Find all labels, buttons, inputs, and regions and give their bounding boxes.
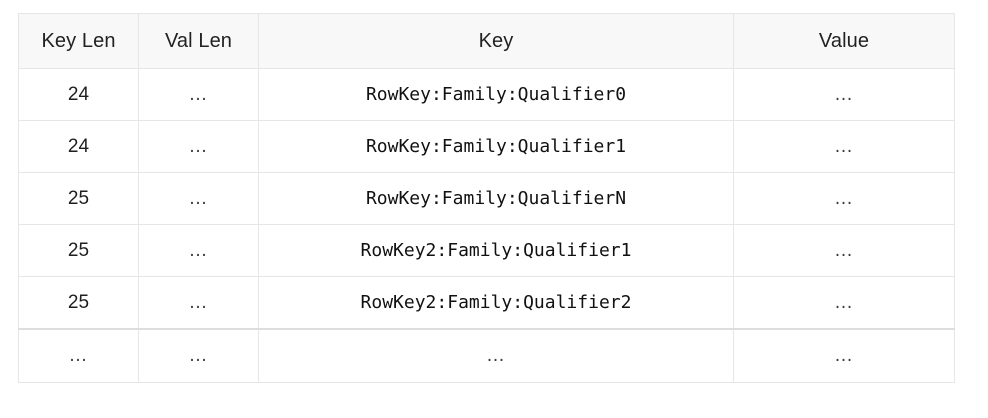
cell-key: RowKey:Family:Qualifier0: [258, 68, 734, 121]
cell-value: …: [733, 224, 955, 277]
cell-key-len: 25: [18, 172, 139, 225]
cell-key-len: …: [18, 328, 139, 383]
cell-val-len: …: [138, 120, 259, 173]
table-header-row: Key Len Val Len Key Value: [18, 13, 955, 69]
table-body: 24 … RowKey:Family:Qualifier0 … 24 … Row…: [18, 68, 955, 383]
table-row: 24 … RowKey:Family:Qualifier1 …: [18, 120, 955, 173]
table-row-continuation: … … … …: [18, 328, 955, 383]
cell-key-len: 25: [18, 224, 139, 277]
cell-key: RowKey2:Family:Qualifier2: [258, 276, 734, 330]
cell-key: RowKey2:Family:Qualifier1: [258, 224, 734, 277]
cell-val-len: …: [138, 276, 259, 330]
cell-key-len: 24: [18, 68, 139, 121]
cell-val-len: …: [138, 224, 259, 277]
cell-val-len: …: [138, 68, 259, 121]
cell-value: …: [733, 68, 955, 121]
column-header-key: Key: [258, 13, 734, 69]
cell-value: …: [733, 172, 955, 225]
cell-value: …: [733, 328, 955, 383]
table-row: 25 … RowKey2:Family:Qualifier1 …: [18, 224, 955, 277]
cell-val-len: …: [138, 172, 259, 225]
cell-key-len: 24: [18, 120, 139, 173]
table-header: Key Len Val Len Key Value: [18, 13, 955, 69]
cell-val-len: …: [138, 328, 259, 383]
cell-key: RowKey:Family:Qualifier1: [258, 120, 734, 173]
keyvalue-table: Key Len Val Len Key Value 24 … RowKey:Fa…: [18, 13, 955, 383]
table-row: 25 … RowKey2:Family:Qualifier2 …: [18, 276, 955, 330]
table-row: 25 … RowKey:Family:QualifierN …: [18, 172, 955, 225]
cell-key-len: 25: [18, 276, 139, 330]
column-header-key-len: Key Len: [18, 13, 139, 69]
cell-key: …: [258, 328, 734, 383]
cell-key: RowKey:Family:QualifierN: [258, 172, 734, 225]
column-header-value: Value: [733, 13, 955, 69]
table-row: 24 … RowKey:Family:Qualifier0 …: [18, 68, 955, 121]
cell-value: …: [733, 276, 955, 330]
cell-value: …: [733, 120, 955, 173]
column-header-val-len: Val Len: [138, 13, 259, 69]
